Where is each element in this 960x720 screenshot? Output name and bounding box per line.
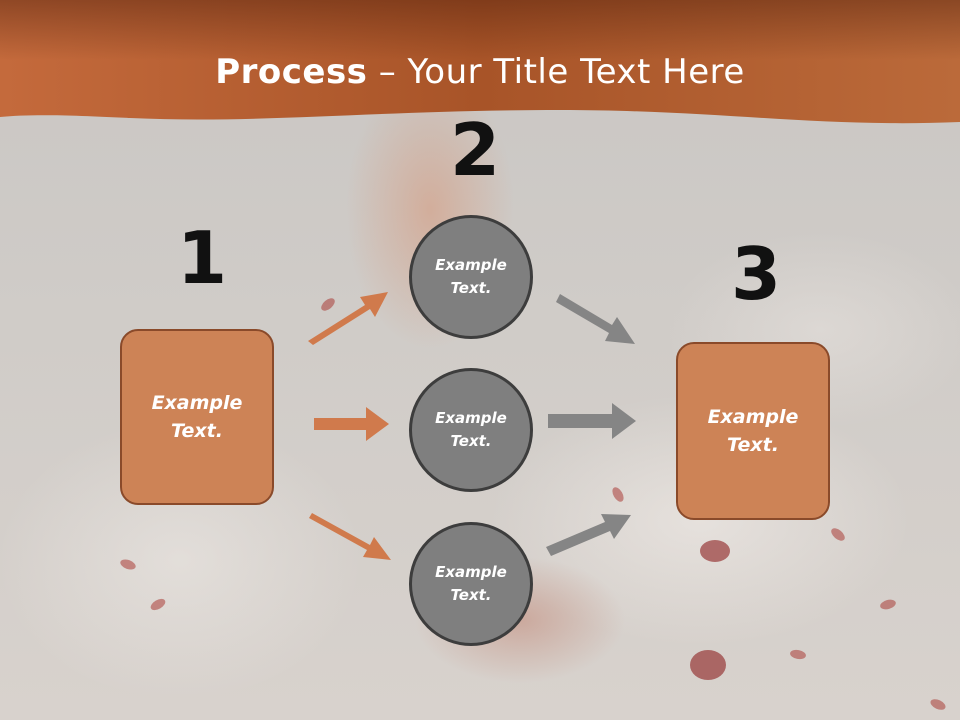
title-bold: Process [215,52,368,92]
arrow-to-circle-3 [309,513,391,560]
title-rest: – Your Title Text Here [367,52,745,92]
arrow-to-circle-2 [314,407,389,441]
right-step-box: Example Text. [676,342,830,520]
header-banner [0,0,960,124]
left-box-text: Example Text. [151,391,243,443]
left-step-box: Example Text. [120,329,274,505]
rose-decoration [700,540,730,562]
right-box-text: Example Text. [707,405,799,457]
circle-1-text: Example Text. [435,255,507,297]
arrow-from-circle-1 [556,294,635,344]
step-number-2: 2 [450,108,501,192]
step-number-1: 1 [177,216,228,300]
process-circle-2: Example Text. [409,368,533,492]
slide-title: Process – Your Title Text Here [0,52,960,92]
circle-3-text: Example Text. [435,562,507,604]
process-circle-3: Example Text. [409,522,533,646]
arrow-from-circle-2 [548,403,636,439]
step-number-3: 3 [731,232,782,316]
arrow-to-circle-1 [308,292,388,345]
arrow-from-circle-3 [546,514,631,556]
process-circle-1: Example Text. [409,215,533,339]
rose-decoration [690,650,726,680]
circle-2-text: Example Text. [435,408,507,450]
